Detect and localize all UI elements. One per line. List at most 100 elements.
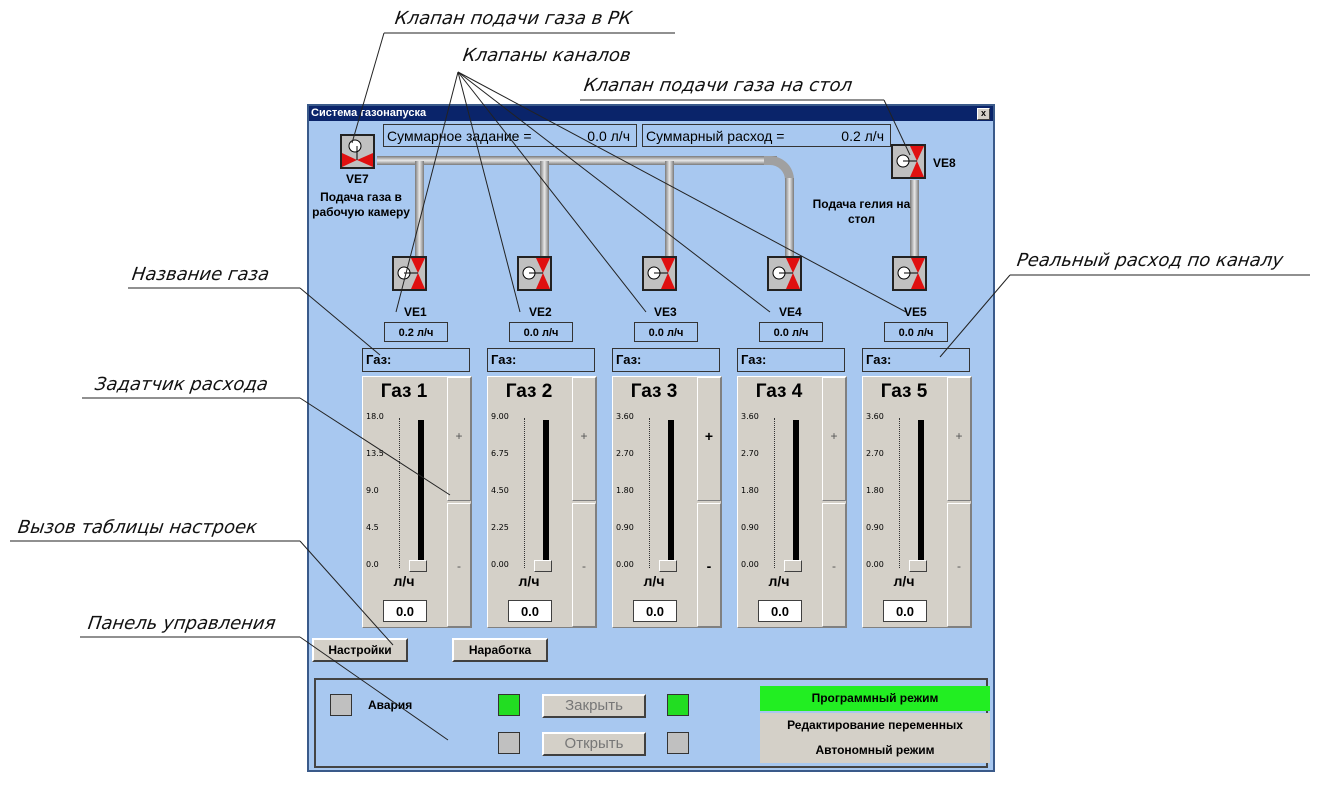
flow-value-input[interactable]: 0.0 (758, 600, 802, 622)
settings-button[interactable]: Настройки (312, 638, 408, 662)
valve-ve8-note: Подача гелия на стол (812, 197, 911, 226)
gas-title: Газ 4 (755, 381, 803, 402)
mode-auto[interactable]: Автономный режим (760, 738, 990, 763)
window-title: Система газонапуска (311, 107, 427, 119)
close-valve-button[interactable]: Закрыть (542, 694, 646, 718)
valve-ve1-icon[interactable] (392, 256, 427, 291)
flow-value-input[interactable]: 0.0 (508, 600, 552, 622)
flow-slider-thumb[interactable] (909, 560, 927, 572)
pipe-ve4 (785, 178, 794, 261)
valve-ve7-icon[interactable] (340, 134, 375, 169)
total-flow-value: 0.2 л/ч (841, 128, 884, 144)
flow-value-input[interactable]: 0.0 (383, 600, 427, 622)
annotation-channel-valves: Клапаны каналов (461, 45, 633, 66)
decrease-button[interactable]: - (572, 503, 596, 627)
flow-slider-track[interactable] (793, 420, 799, 568)
flow-unit: л/ч (768, 573, 790, 589)
channel-flow: 0.0 л/ч (634, 322, 698, 342)
gas-name-field[interactable]: Газ: (737, 348, 845, 372)
scale-tick-label: 3.60 (741, 412, 759, 421)
scale-ruler (399, 418, 406, 568)
valve-label: VE5 (904, 305, 927, 319)
valve-ve3-icon[interactable] (642, 256, 677, 291)
runtime-button[interactable]: Наработка (452, 638, 548, 662)
scale-tick-label: 3.60 (866, 412, 884, 421)
open-indicator-left (498, 732, 520, 754)
flow-slider-thumb[interactable] (784, 560, 802, 572)
scale-ruler (899, 418, 906, 568)
scale-tick-label: 9.0 (366, 486, 379, 495)
increase-button[interactable]: + (822, 377, 846, 501)
flow-slider-track[interactable] (668, 420, 674, 568)
channel-flow: 0.0 л/ч (509, 322, 573, 342)
gas-inlet-window: Система газонапуска x Суммарное задание … (307, 104, 995, 772)
valve-label: VE3 (654, 305, 677, 319)
gas-name-field[interactable]: Газ: (862, 348, 970, 372)
scale-tick-label: 6.75 (491, 449, 509, 458)
decrease-button[interactable]: - (447, 503, 471, 627)
scale-ruler (524, 418, 531, 568)
scale-ruler (774, 418, 781, 568)
annotation-valve-rk: Клапан подачи газа в РК (393, 8, 634, 29)
pipe-ve1 (415, 161, 424, 261)
decrease-button[interactable]: - (697, 503, 721, 627)
flow-slider-track[interactable] (918, 420, 924, 568)
valve-label: VE4 (779, 305, 802, 319)
gas-title: Газ 3 (630, 381, 678, 402)
flow-slider-track[interactable] (543, 420, 549, 568)
increase-button[interactable]: + (697, 377, 721, 501)
mode-edit[interactable]: Редактирование переменных (760, 713, 990, 738)
scale-tick-label: 4.50 (491, 486, 509, 495)
window-titlebar: Система газонапуска x (309, 106, 993, 121)
scale-tick-label: 0.00 (491, 560, 509, 569)
flow-value-input[interactable]: 0.0 (633, 600, 677, 622)
scale-tick-label: 0.00 (616, 560, 634, 569)
flow-slider-thumb[interactable] (659, 560, 677, 572)
scale-tick-label: 2.25 (491, 523, 509, 532)
valve-ve8-label: VE8 (933, 156, 956, 170)
channel-flow: 0.2 л/ч (384, 322, 448, 342)
increase-button[interactable]: + (947, 377, 971, 501)
annotation-settings-call: Вызов таблицы настроек (16, 517, 259, 538)
gas-title: Газ 5 (880, 381, 928, 402)
valve-ve8-icon[interactable] (891, 144, 926, 179)
close-icon[interactable]: x (977, 108, 990, 120)
decrease-button[interactable]: - (947, 503, 971, 627)
flow-value-input[interactable]: 0.0 (883, 600, 927, 622)
valve-ve2-icon[interactable] (517, 256, 552, 291)
mode-program[interactable]: Программный режим (760, 686, 990, 711)
decrease-button[interactable]: - (822, 503, 846, 627)
flow-slider-track[interactable] (418, 420, 424, 568)
gas-title: Газ 2 (505, 381, 553, 402)
scale-tick-label: 1.80 (866, 486, 884, 495)
scale-tick-label: 0.00 (866, 560, 884, 569)
scale-tick-label: 2.70 (616, 449, 634, 458)
gas-name-field[interactable]: Газ: (362, 348, 470, 372)
valve-ve7-label: VE7 (346, 172, 369, 186)
main-pipe (377, 156, 777, 165)
gas-name-field[interactable]: Газ: (612, 348, 720, 372)
valve-ve5-icon[interactable] (892, 256, 927, 291)
flow-slider-thumb[interactable] (409, 560, 427, 572)
total-setpoint-label: Суммарное задание = (387, 128, 532, 144)
scale-tick-label: 4.5 (366, 523, 379, 532)
gas-title: Газ 1 (380, 381, 428, 402)
annotation-table-valve: Клапан подачи газа на стол (582, 75, 854, 96)
open-valve-button[interactable]: Открыть (542, 732, 646, 756)
flow-slider-thumb[interactable] (534, 560, 552, 572)
gas-name-field[interactable]: Газ: (487, 348, 595, 372)
total-flow-label: Суммарный расход = (646, 128, 785, 144)
scale-tick-label: 0.90 (741, 523, 759, 532)
channel-flow: 0.0 л/ч (759, 322, 823, 342)
scale-tick-label: 13.5 (366, 449, 384, 458)
scale-tick-label: 3.60 (616, 412, 634, 421)
increase-button[interactable]: + (572, 377, 596, 501)
valve-ve4-icon[interactable] (767, 256, 802, 291)
valve-label: VE2 (529, 305, 552, 319)
close-indicator-left (498, 694, 520, 716)
increase-button[interactable]: + (447, 377, 471, 501)
flow-unit: л/ч (643, 573, 665, 589)
